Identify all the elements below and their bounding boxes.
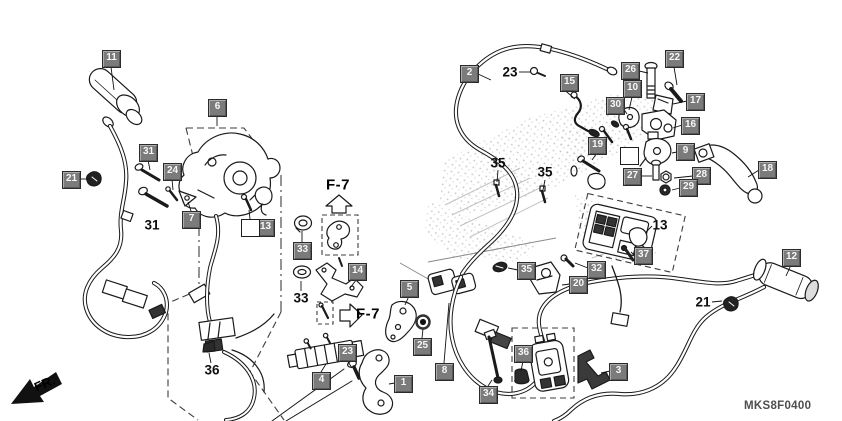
callout-box-32[interactable]: 32	[587, 261, 606, 279]
callout-text-36: 36	[204, 362, 220, 378]
callout-text-31: 31	[144, 217, 160, 233]
bolt-27-drawing	[650, 159, 662, 181]
callout-box-12[interactable]: 12	[782, 249, 801, 267]
clip-21-right-drawing	[723, 296, 739, 312]
bracket-7-drawing	[178, 190, 197, 207]
left-connectors-drawing	[101, 279, 211, 320]
bolt-22-drawing	[664, 81, 683, 103]
frame-ref-f-7: F-7	[326, 176, 350, 194]
callout-box-31[interactable]: 31	[139, 144, 158, 162]
callout-text-35: 35	[490, 155, 506, 171]
callout-box-29[interactable]: 29	[679, 179, 698, 197]
blank-callout-box	[241, 219, 260, 237]
brake-lever-drawing	[693, 143, 763, 204]
callout-box-36[interactable]: 36	[514, 345, 533, 363]
nut-29-drawing	[659, 184, 671, 196]
clamp-33a-drawing	[293, 215, 313, 233]
callout-box-21[interactable]: 21	[62, 171, 81, 189]
bracket-14-drawing	[315, 257, 364, 302]
callout-box-6[interactable]: 6	[208, 99, 227, 117]
screw-clamp-13-left-drawing	[240, 186, 273, 216]
nut-28-drawing	[660, 170, 672, 184]
callout-box-10[interactable]: 10	[623, 80, 642, 98]
callout-box-2[interactable]: 2	[460, 65, 479, 83]
bracket-20-drawing	[529, 261, 561, 295]
screw-30-drawing	[598, 125, 614, 144]
frame-ref-f-7: F-7	[356, 305, 380, 323]
callout-text-33: 33	[293, 290, 309, 306]
callout-box-33[interactable]: 33	[293, 242, 312, 260]
throttle-cable-drawing	[453, 43, 618, 277]
screw-32-drawing	[560, 254, 575, 268]
blank-callout-box	[620, 147, 639, 165]
callout-box-7[interactable]: 7	[182, 211, 201, 229]
f7-bracket-drawing	[326, 220, 351, 250]
kill-switch-drawing	[528, 332, 570, 392]
master-cylinder-16-drawing	[641, 109, 677, 141]
callout-box-23[interactable]: 23	[338, 344, 357, 362]
callout-box-9[interactable]: 9	[676, 143, 695, 161]
arm-5-drawing	[385, 300, 417, 343]
nut-35-drawing	[492, 261, 508, 273]
callout-box-18[interactable]: 18	[758, 161, 777, 179]
callout-box-14[interactable]: 14	[348, 263, 367, 281]
callout-box-5[interactable]: 5	[400, 280, 419, 298]
callout-box-8[interactable]: 8	[435, 363, 454, 381]
callout-box-20[interactable]: 20	[569, 276, 588, 294]
screw-23-top-drawing	[529, 66, 546, 77]
callout-box-17[interactable]: 17	[686, 93, 705, 111]
bracket-17-drawing	[652, 94, 674, 115]
callout-box-34[interactable]: 34	[479, 386, 498, 404]
callout-box-4[interactable]: 4	[312, 372, 331, 390]
diagram-code: MKS8F0400	[744, 400, 812, 412]
parts-19-drawing	[570, 155, 606, 190]
screws-35-drawing	[493, 179, 547, 204]
callout-box-25[interactable]: 25	[413, 338, 432, 356]
clip-21-left-drawing	[86, 171, 102, 187]
callout-box-35[interactable]: 35	[517, 262, 536, 280]
callout-box-24[interactable]: 24	[163, 163, 182, 181]
pin-34-drawing	[483, 328, 503, 384]
bolt-26-drawing	[644, 61, 658, 99]
callout-box-22[interactable]: 22	[665, 50, 684, 68]
callout-text-35: 35	[537, 164, 553, 180]
callout-box-27[interactable]: 27	[623, 168, 642, 186]
nut-25-drawing	[415, 314, 431, 330]
right-grip-drawing	[752, 258, 819, 302]
f7-up-arrow	[325, 194, 353, 214]
callout-box-1[interactable]: 1	[394, 375, 413, 393]
callout-box-15[interactable]: 15	[560, 74, 579, 92]
left-cable-drawing	[82, 123, 169, 340]
clamp-33b-drawing	[292, 265, 312, 279]
screw-31a-drawing	[134, 163, 161, 182]
callout-box-37[interactable]: 37	[634, 247, 653, 265]
callout-box-30[interactable]: 30	[606, 97, 625, 115]
perch-1-drawing	[358, 349, 394, 415]
right-wiring-drawing	[551, 265, 767, 421]
pin-24-drawing	[165, 186, 179, 202]
screw-31b-drawing	[138, 186, 169, 208]
grommet-36-drawing	[514, 368, 530, 385]
callout-text-23: 23	[502, 64, 518, 80]
callout-box-11[interactable]: 11	[102, 50, 121, 68]
bracket-9-drawing	[639, 137, 672, 167]
callout-box-26[interactable]: 26	[621, 62, 640, 80]
fr-arrow	[11, 372, 62, 404]
f7-right-arrow	[339, 303, 363, 328]
left-grip-drawing	[88, 68, 143, 128]
callout-box-19[interactable]: 19	[588, 137, 607, 155]
callout-text-13: 13	[652, 217, 668, 233]
screw-37-drawing	[620, 244, 635, 262]
clip-36-left-drawing	[202, 340, 216, 353]
f7-screw-drawing	[318, 302, 330, 320]
callout-text-21: 21	[695, 294, 711, 310]
callout-box-3[interactable]: 3	[609, 363, 628, 381]
callout-box-16[interactable]: 16	[681, 117, 700, 135]
